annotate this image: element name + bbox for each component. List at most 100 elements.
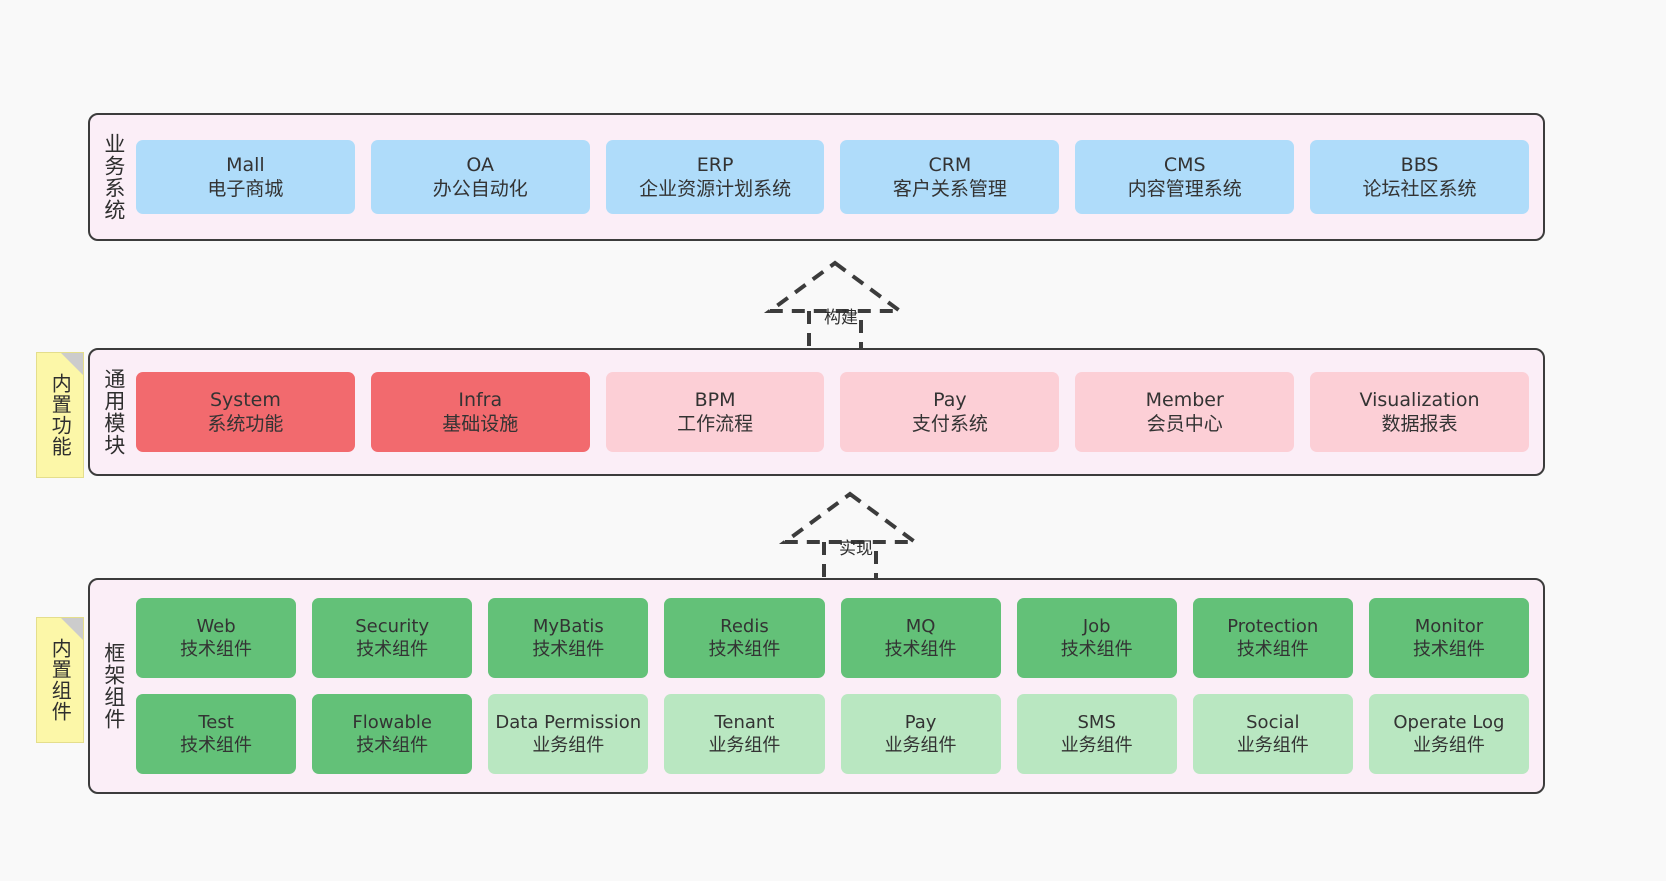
node-title-en: Job bbox=[1082, 615, 1111, 637]
implement-arrow-label: 实现 bbox=[839, 539, 873, 559]
node-title-cn: 技术组件 bbox=[356, 735, 429, 756]
node-title-en: CRM bbox=[928, 153, 972, 176]
node-title-cn: 会员中心 bbox=[1146, 413, 1223, 435]
node-title-en: Flowable bbox=[352, 711, 432, 733]
node-title-en: Web bbox=[196, 615, 236, 637]
node-title-cn: 技术组件 bbox=[180, 639, 253, 660]
node-title-en: MyBatis bbox=[532, 615, 604, 637]
node-title-cn: 技术组件 bbox=[884, 639, 957, 660]
build-relation-arrow: 构建 bbox=[760, 259, 910, 353]
node-title-en: Operate Log bbox=[1393, 711, 1505, 733]
node-title-en: Visualization bbox=[1359, 388, 1480, 411]
node-title-en: System bbox=[209, 388, 281, 411]
node-title-cn: 业务组件 bbox=[708, 735, 781, 756]
node-title-en: Test bbox=[198, 711, 234, 733]
node-title-cn: 系统功能 bbox=[207, 413, 284, 435]
node-title-en: BPM bbox=[694, 388, 736, 411]
sticky-note-builtin-component: 内置组件 bbox=[36, 617, 84, 743]
module-layer-title: 通用模块 bbox=[101, 368, 126, 456]
node-title-en: Pay bbox=[933, 388, 967, 411]
sticky-note-builtin-function: 内置功能 bbox=[36, 352, 84, 478]
node-title-cn: 技术组件 bbox=[1412, 639, 1485, 660]
node-title-cn: 业务组件 bbox=[1060, 735, 1133, 756]
build-arrow-label: 构建 bbox=[824, 308, 858, 328]
node-title-cn: 技术组件 bbox=[356, 639, 429, 660]
node-title-cn: 基础设施 bbox=[442, 413, 519, 435]
node-title-en: Security bbox=[355, 615, 430, 637]
business-layer-title: 业务系统 bbox=[101, 133, 126, 221]
node-title-en: Infra bbox=[458, 388, 503, 411]
node-title-cn: 技术组件 bbox=[1236, 639, 1309, 660]
node-title-en: Monitor bbox=[1414, 615, 1484, 637]
node-title-cn: 业务组件 bbox=[1236, 735, 1309, 756]
node-title-cn: 业务组件 bbox=[532, 735, 605, 756]
node-title-cn: 技术组件 bbox=[180, 735, 253, 756]
node-title-en: OA bbox=[466, 153, 495, 176]
node-title-cn: 数据报表 bbox=[1381, 413, 1458, 435]
node-title-en: CMS bbox=[1163, 153, 1206, 176]
node-title-en: Social bbox=[1246, 711, 1300, 733]
node-title-en: ERP bbox=[696, 153, 734, 176]
node-title-cn: 客户关系管理 bbox=[892, 178, 1007, 200]
node-title-cn: 电子商城 bbox=[207, 178, 284, 200]
node-title-en: Member bbox=[1145, 388, 1224, 411]
node-title-cn: 技术组件 bbox=[708, 639, 781, 660]
node-title-cn: 企业资源计划系统 bbox=[639, 178, 792, 200]
node-title-en: Mall bbox=[226, 153, 265, 176]
node-title-cn: 办公自动化 bbox=[432, 178, 528, 200]
node-title-en: Redis bbox=[720, 615, 769, 637]
node-title-cn: 论坛社区系统 bbox=[1362, 178, 1477, 200]
node-title-cn: 业务组件 bbox=[884, 735, 957, 756]
sticky-builtin-component-label: 内置组件 bbox=[48, 638, 73, 722]
node-title-cn: 技术组件 bbox=[1060, 639, 1133, 660]
node-title-en: BBS bbox=[1400, 153, 1439, 176]
node-title-cn: 支付系统 bbox=[911, 413, 988, 435]
node-title-en: Protection bbox=[1227, 615, 1319, 637]
node-title-en: Pay bbox=[904, 711, 937, 733]
node-title-en: Tenant bbox=[714, 711, 775, 733]
node-title-en: MQ bbox=[905, 615, 936, 637]
node-title-cn: 工作流程 bbox=[677, 413, 754, 435]
sticky-builtin-function-label: 内置功能 bbox=[48, 373, 73, 457]
node-title-en: SMS bbox=[1077, 711, 1116, 733]
node-title-cn: 技术组件 bbox=[532, 639, 605, 660]
